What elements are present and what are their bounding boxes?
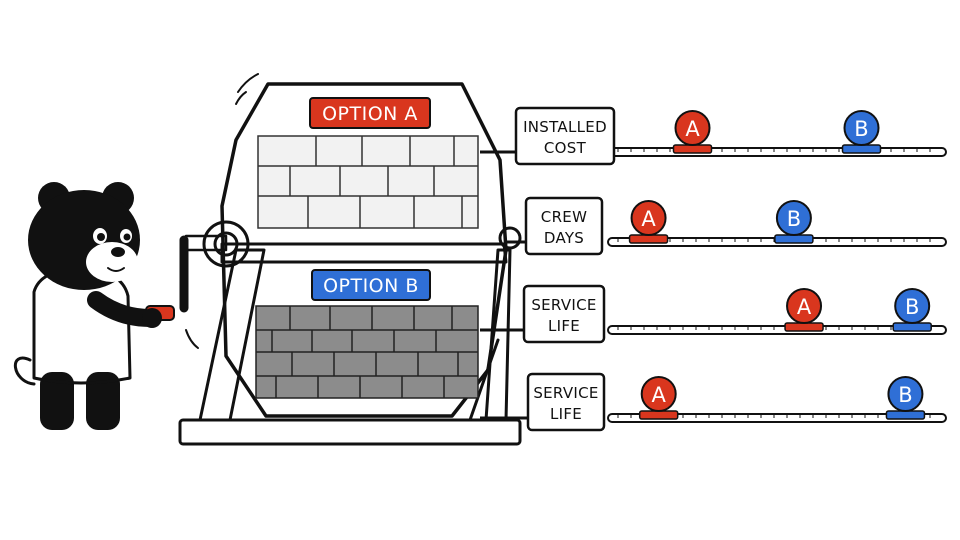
option-a-label: OPTION A [322,103,418,125]
tumbler-machine: OPTION A OPTION B [178,73,522,446]
marker-a-label: A [641,207,656,231]
scale-row: SERVICE LIFE A B [480,372,947,432]
scale-label-line: SERVICE [533,384,598,402]
marker-b-base [774,234,814,244]
scale-row: INSTALLED COST A B [480,106,947,166]
marker-a [786,288,823,324]
marker-a-base [628,234,669,244]
marker-b [775,200,812,236]
scale-label-box [524,196,604,256]
scale-label-line: SERVICE [531,296,596,314]
marker-b-base [892,322,932,332]
marker-a-label: A [652,383,667,407]
scale-row: SERVICE LIFE A B [480,284,947,344]
scale-bar [607,325,947,335]
scale-label-line: LIFE [548,317,580,335]
marker-a [640,376,677,412]
scale-label-line: COST [544,139,587,157]
scale-label-box [526,372,606,432]
scale-bar [607,413,947,423]
marker-b-base [841,144,882,154]
option-a-banner [309,97,431,129]
scale-label-line: LIFE [550,405,582,423]
option-a-tiles [257,135,479,229]
scale-label-box [522,284,606,344]
marker-b-label: B [854,117,868,141]
scale-bar [607,147,947,157]
marker-b [843,110,880,146]
option-b-label: OPTION B [323,275,419,297]
marker-a-base [784,322,824,332]
marker-a [630,200,667,236]
marker-a-label: A [685,117,700,141]
option-b-tiles [255,305,479,399]
marker-b-label: B [905,295,919,319]
marker-b-label: B [898,383,912,407]
marker-b [894,288,931,324]
scale-label-line: DAYS [544,229,584,247]
scale-label-line: INSTALLED [523,118,607,136]
marker-b-label: B [787,207,801,231]
marker-a [674,110,711,146]
scale-label-box [514,106,616,166]
marker-a-base [672,144,713,154]
marker-a-base [638,410,679,420]
scale-row: CREW DAYS A B [506,196,947,256]
marker-a-label: A [797,295,812,319]
marker-b [887,376,924,412]
marker-b-base [885,410,926,420]
bear-character [13,182,175,430]
option-b-banner [311,269,431,301]
scale-label-line: CREW [541,208,587,226]
